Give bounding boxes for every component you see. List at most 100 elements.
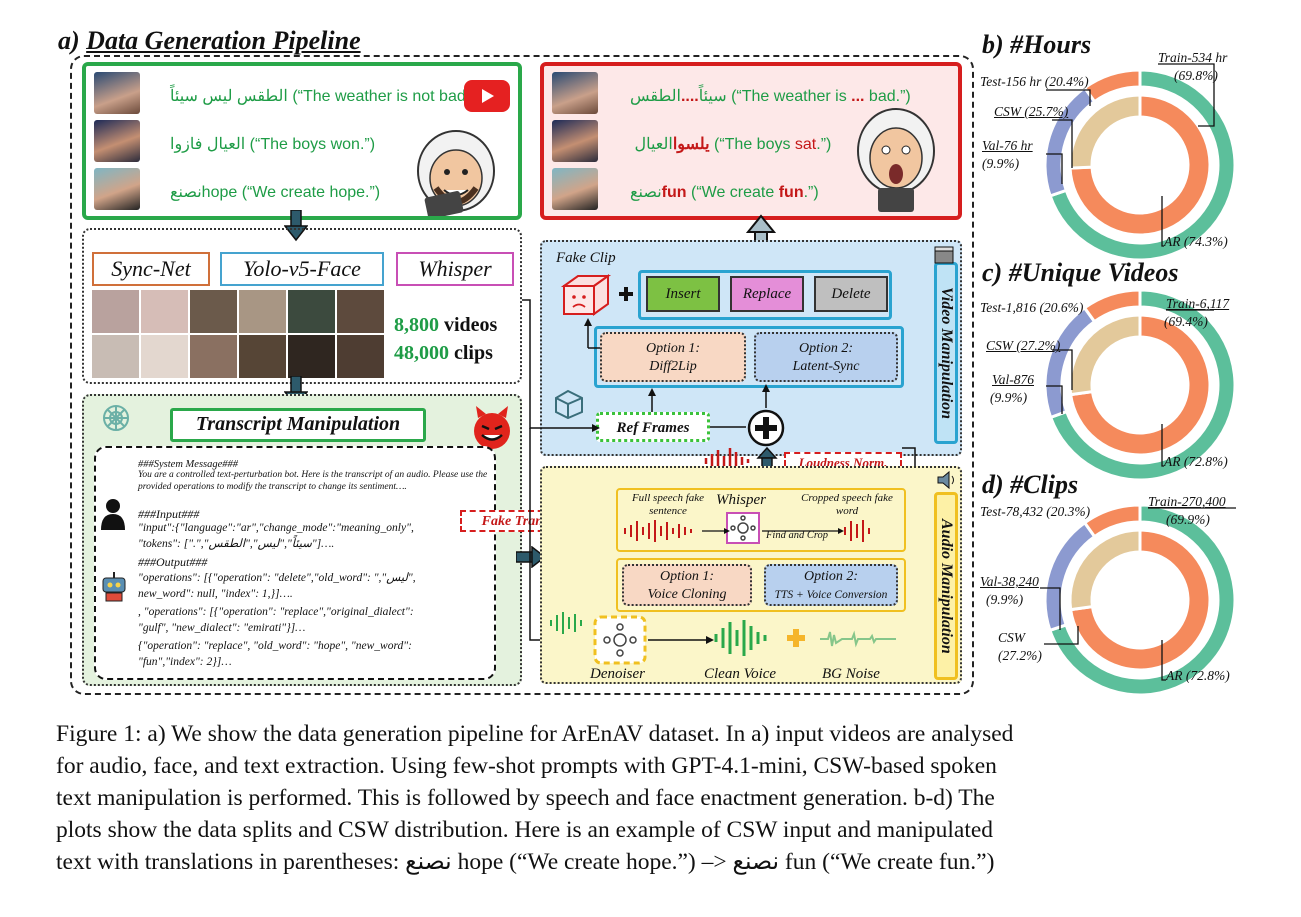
videos-val-label: Val-876 — [992, 372, 1034, 387]
options-group — [594, 326, 904, 388]
option-diff2lip: Option 1:Diff2Lip — [600, 332, 746, 382]
real-input-box: الطقس ليس سيئاً (“The weather is not bad… — [82, 62, 522, 220]
input-line-2: "tokens": [".","سيئاً","ليس","الطقس"]…. — [138, 538, 335, 550]
video-frames-grid — [92, 290, 384, 378]
operations-group — [638, 270, 892, 320]
videos-val-pct: (9.9%) — [990, 390, 1028, 405]
section-b-title: b) #Hours — [982, 30, 1092, 59]
clips-csw-label: CSW — [998, 630, 1025, 645]
leader-line-2 — [1052, 119, 1073, 168]
whisper-flow-arrows — [702, 528, 844, 534]
videos-test-label: Test-1,816 (20.6%) — [980, 300, 1084, 315]
videos-csw-label: CSW (27.2%) — [986, 338, 1061, 353]
input-line-1: "input":{"language":"ar","change_mode":"… — [138, 522, 414, 534]
clips-inner-slice-ar — [1068, 528, 1212, 672]
leader-line-7 — [1046, 385, 1063, 414]
ref-frames-label: Ref Frames — [596, 412, 710, 442]
output-line-4: "gulf", "new_dialect": "emirati"}]… — [138, 622, 306, 634]
videos-ar-label: AR (72.8%) — [1164, 454, 1228, 469]
hours-train-pct: (69.8%) — [1174, 68, 1218, 83]
openai-logo-icon — [103, 405, 129, 431]
caption-line-3: text manipulation is performed. This is … — [56, 785, 995, 811]
hours-outer-slice-train — [1048, 68, 1237, 262]
output-line-6: "fun","index": 2}]… — [138, 656, 232, 668]
face-thumbnail-fake-3 — [552, 168, 598, 210]
video-manipulation-panel: Fake Clip Insert Replace Delete Option 1… — [540, 240, 962, 456]
speaker-icon — [937, 470, 954, 490]
green-waveform-icon — [550, 612, 582, 634]
output-line-2: new_word": null, "index": 1,}]…. — [138, 588, 293, 600]
leader-line-8 — [1161, 424, 1164, 467]
face-thumbnail-2 — [94, 120, 140, 162]
transcript-manipulation-panel: Transcript Manipulation ###System Messag… — [82, 394, 522, 686]
pipeline-frame — [70, 55, 974, 695]
output-line-3: , "operations": [{"operation": "replace"… — [138, 606, 414, 618]
clips-train-pct: (69.9%) — [1166, 512, 1210, 527]
clips-ar-label: AR (72.8%) — [1166, 668, 1230, 683]
hours-train-label: Train-534 hr — [1158, 50, 1228, 65]
audio-flow-arrows — [648, 636, 714, 644]
clean-voice-waveform-icon — [714, 620, 767, 656]
prompt-box — [94, 446, 496, 680]
section-d-title: d) #Clips — [982, 470, 1079, 499]
system-message-text: You are a controlled text-perturbation b… — [138, 470, 488, 492]
shocked-viewer-character-icon — [857, 108, 935, 212]
option-latent-sync: Option 2:Latent-Sync — [754, 332, 898, 382]
hours-test-label: Test-156 hr (20.4%) — [980, 74, 1089, 89]
section-a-title-text: Data Generation Pipeline — [86, 26, 361, 55]
youtube-icon — [464, 80, 510, 112]
videos-outer-slice-train — [1048, 288, 1237, 482]
full-speech-label: Full speech fake sentence — [631, 492, 705, 517]
leader-line-4 — [1161, 196, 1164, 247]
clips-test-label: Test-78,432 (20.3%) — [980, 504, 1091, 519]
clips-train-label: Train-270,400 — [1148, 494, 1226, 509]
videos-count: 8,800 videos — [394, 314, 498, 336]
caption-line-4: plots show the data splits and CSW distr… — [56, 817, 994, 843]
face-thumbnail-1 — [94, 72, 140, 114]
clips-outer-slice-val — [1082, 503, 1142, 539]
videos-train-pct: (69.4%) — [1164, 314, 1208, 329]
transcript-manipulation-title: Transcript Manipulation — [170, 408, 426, 442]
leader-line-6 — [1052, 349, 1073, 390]
leader-line-0 — [1158, 63, 1215, 127]
caption-line-1: Figure 1: a) We show the data generation… — [56, 721, 1014, 747]
hours-inner-slice-ar — [1068, 93, 1212, 237]
output-line-5: {"operation": "replace", "old_word": "ho… — [138, 640, 412, 652]
fake-line-2: العيال يلسوا (“The boys sat.”) — [630, 136, 832, 153]
fake-line-3: نصنعfun (“We create fun.”) — [630, 184, 819, 201]
clips-val-pct: (9.9%) — [986, 592, 1024, 607]
fake-output-box: الطقس....سيئاً (“The weather is ... bad.… — [540, 62, 962, 220]
combine-plus-icon — [747, 409, 785, 447]
system-message-header: ###System Message### — [138, 459, 239, 470]
red-waveform-icon — [624, 520, 692, 542]
input-header: ###Input### — [138, 507, 200, 521]
videos-inner-slice-csw — [1068, 313, 1142, 397]
videos-inner-slice-ar — [1068, 313, 1212, 457]
output-header: ###Output### — [138, 555, 208, 569]
face-thumbnail-fake-1 — [552, 72, 598, 114]
clean-voice-label: Clean Voice — [704, 666, 777, 682]
cropped-speech-label: Cropped speech fake word — [801, 492, 893, 517]
red-waveform-icon — [844, 520, 870, 542]
output-line-1: "operations": [{"operation": "delete","o… — [138, 572, 416, 584]
real-line-2: العيال فازوا (“The boys won.”) — [170, 136, 376, 153]
caption-line-2: for audio, face, and text extraction. Us… — [56, 753, 997, 779]
tool-sync-net: Sync-Net — [92, 252, 210, 286]
whisper-crop-group — [616, 488, 906, 552]
leader-line-1 — [1046, 89, 1091, 106]
fake-clip-label: Fake Clip — [556, 250, 616, 266]
clips-csw-pct: (27.2%) — [998, 648, 1042, 663]
denoiser-icon — [593, 615, 647, 665]
audio-manipulation-panel: Full speech fake sentence Whisper Croppe… — [540, 466, 962, 684]
videos-outer-slice-val — [1082, 288, 1142, 324]
face-thumbnail-3 — [94, 168, 140, 210]
section-c-title: c) #Unique Videos — [982, 258, 1179, 287]
user-icon — [101, 499, 125, 530]
real-line-3: نصنعhope (“We create hope.”) — [170, 184, 381, 201]
denoiser-label: Denoiser — [590, 666, 645, 682]
caption-line-5: text with translations in parentheses: ن… — [56, 849, 995, 875]
section-a-title: a) Data Generation Pipeline — [58, 26, 361, 55]
audio-options-group — [616, 558, 906, 612]
tool-yolo-v5-face: Yolo-v5-Face — [220, 252, 384, 286]
